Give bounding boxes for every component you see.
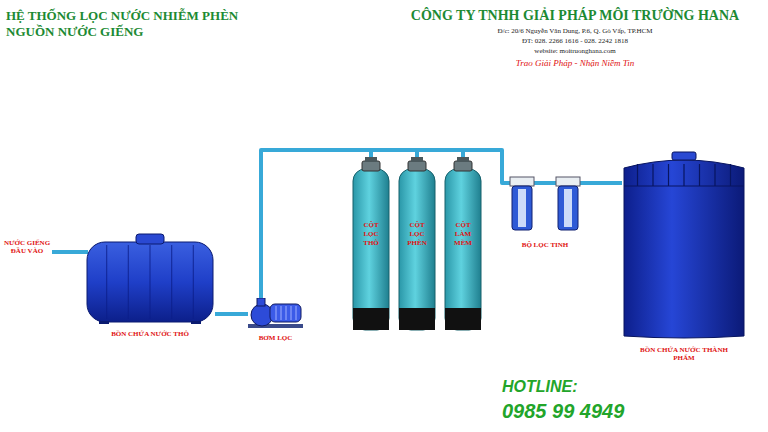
diagram-title: HỆ THỐNG LỌC NƯỚC NHIỄM PHÈN NGUỒN NƯỚC … [6,8,256,41]
node-label: BỒN CHỨA NƯỚC THÔ [55,330,245,338]
tagline: Trao Giải Pháp - Nhận Niềm Tin [380,58,768,68]
product-water-tank: BỒN CHỨA NƯỚC THÀNH PHẨM [622,150,746,340]
node-label: BỘ LỌC TINH [478,241,612,249]
node-label: CỘT LỌC PHÈN [398,221,436,248]
phone: ĐT: 028. 2266 1616 - 028. 2242 1818 [380,37,768,45]
hotline-heading: HOTLINE: [502,378,578,396]
water-pipe [417,150,463,157]
fine-filter: BỘ LỌC TINH [508,175,582,233]
company-name: CÔNG TY TNHH GIẢI PHÁP MÔI TRƯỜNG HANA [380,8,768,24]
website: website: moitruonghana.com [380,47,768,55]
fine-filter-shape [508,175,582,233]
filter-column: CỘT LÀM MỀM [444,157,482,332]
filter-pump-shape [248,298,303,328]
raw-water-tank-shape [85,232,215,324]
inlet-label: NƯỚC GIẾNG ĐẦU VÀO [2,239,52,256]
node-label: BỒN CHỨA NƯỚC THÀNH PHẨM [639,346,729,362]
filter-column: CỘT LỌC PHÈN [398,157,436,332]
product-water-tank-shape [622,150,746,340]
filter-pump: BƠM LỌC [248,298,303,328]
inlet-line [52,250,88,254]
node-label: BƠM LỌC [218,334,333,342]
water-pipe [215,312,248,316]
filter-column: CỘT LỌC THÔ [352,157,390,332]
node-label: CỘT LÀM MỀM [444,221,482,248]
raw-water-tank: BỒN CHỨA NƯỚC THÔ [85,232,215,324]
water-pipe [578,181,622,185]
node-label: CỘT LỌC THÔ [352,221,390,248]
water-pipe [371,150,417,157]
hotline-number: 0985 99 4949 [502,400,624,423]
address: Đ/c: 20/6 Nguyễn Văn Dung, P.6, Q. Gò Vấ… [380,27,768,35]
